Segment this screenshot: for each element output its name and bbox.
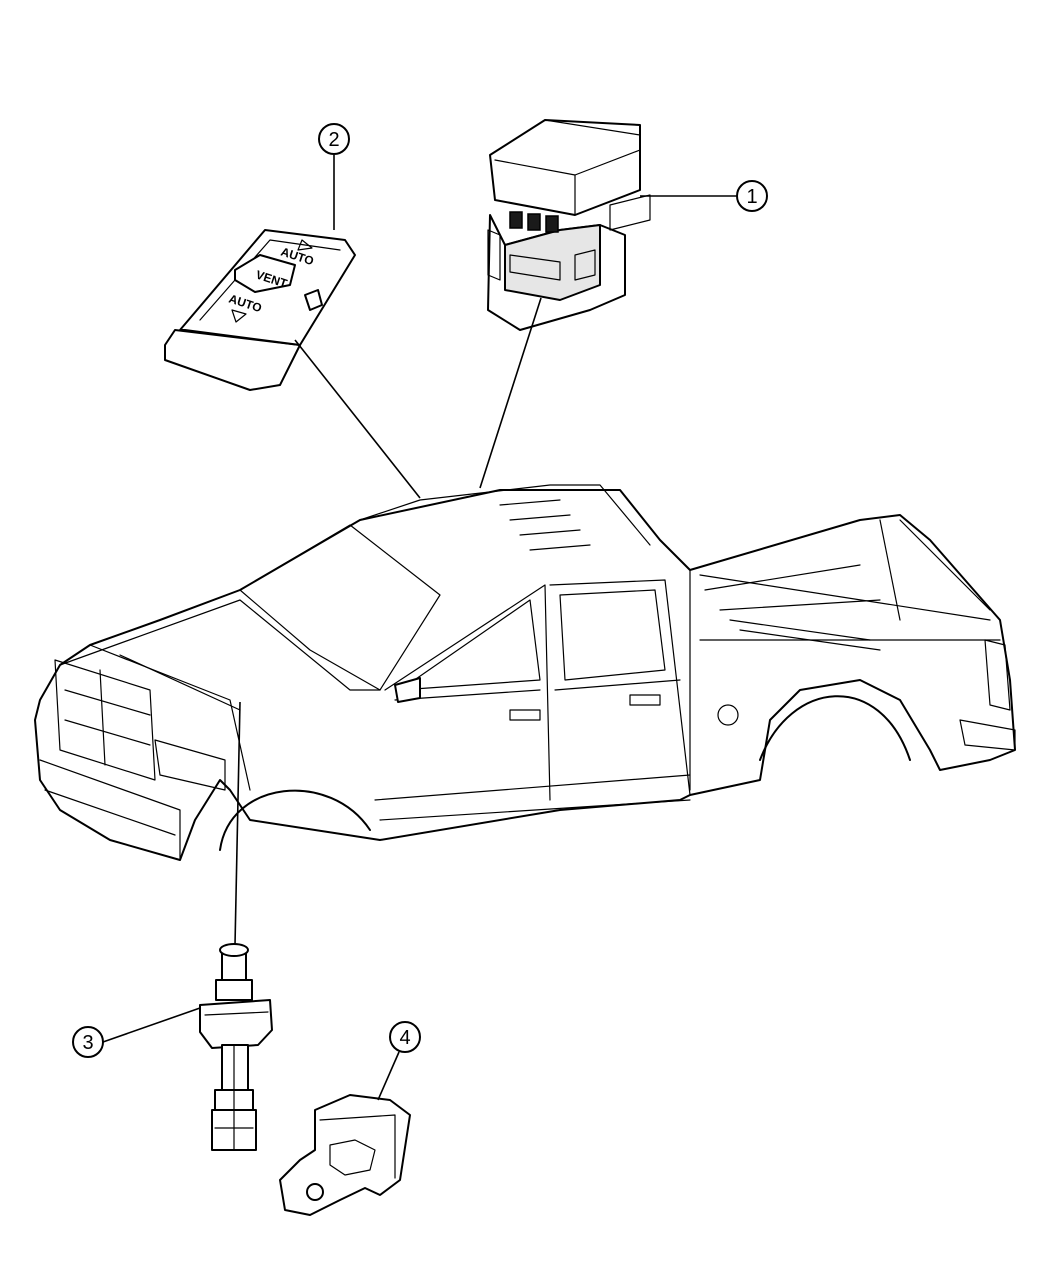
pickup-truck [34, 484, 1016, 861]
part-4-bracket [279, 1094, 411, 1216]
callout-1: 1 [736, 180, 768, 212]
callout-2: 2 [318, 123, 350, 155]
part-3-sensor [199, 943, 273, 1151]
callout-3: 3 [72, 1026, 104, 1058]
callout-4-label: 4 [399, 1027, 410, 1049]
callout-2-label: 2 [328, 129, 339, 151]
leader-lines [102, 155, 738, 1101]
callout-3-label: 3 [82, 1032, 93, 1054]
callout-4: 4 [389, 1021, 421, 1053]
callout-1-label: 1 [746, 186, 757, 208]
part-1-switch-module [487, 119, 651, 331]
part-2-window-switch: AUTO VENT AUTO [164, 229, 356, 391]
